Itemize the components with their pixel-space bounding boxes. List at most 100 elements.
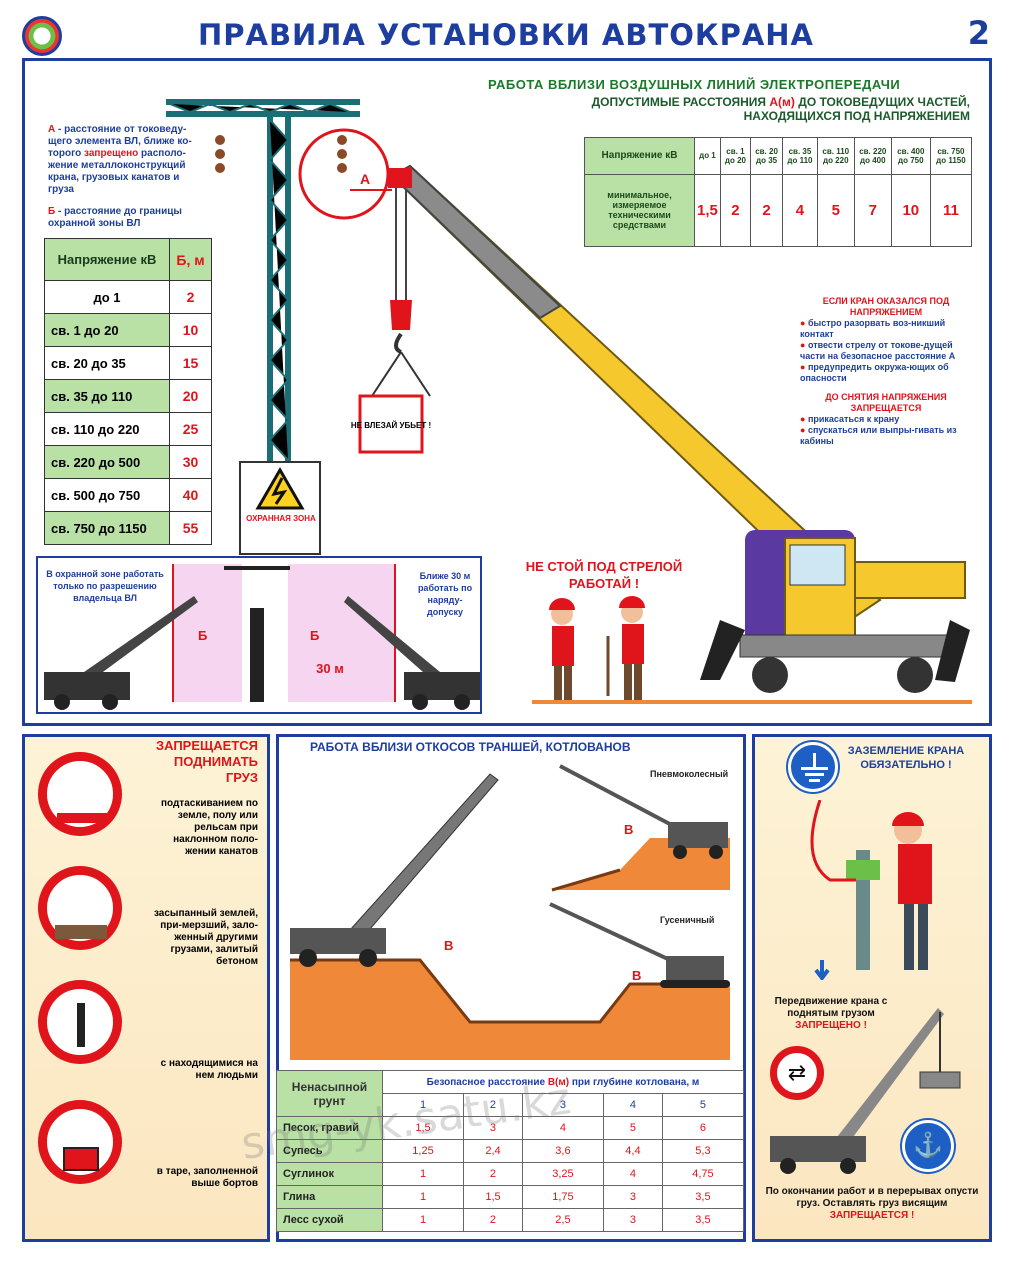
distance-cell: 1	[381, 1162, 465, 1186]
slope-b-1: В	[444, 938, 454, 953]
zone-row-label: до 1	[44, 280, 170, 314]
powerline-val: 5	[816, 173, 855, 248]
zone-row-label: св. 110 до 220	[44, 412, 170, 446]
lift-ban-title: ЗАПРЕЩАЕТСЯ ПОДНИМАТЬ ГРУЗ	[155, 738, 258, 785]
powerline-col: св. 220 до 400	[853, 137, 892, 175]
ground-symbol-icon	[788, 742, 838, 792]
distance-cell: 2,5	[521, 1208, 604, 1232]
distance-cell: 1	[381, 1185, 465, 1209]
distance-cell: 4	[521, 1116, 604, 1140]
worker-right-icon	[606, 596, 645, 700]
hook-sign-icon: ⚓	[902, 1120, 954, 1172]
hook-icon	[390, 300, 412, 330]
zone-row-label: св. 20 до 35	[44, 346, 170, 380]
zone-row-value: 15	[169, 346, 212, 380]
transmission-tower	[166, 99, 360, 462]
soil-name: Лесс сухой	[276, 1208, 383, 1232]
distance-cell: 5,3	[661, 1139, 745, 1163]
distance-cell: 3,6	[521, 1139, 604, 1163]
slope-b-2: В	[624, 822, 634, 837]
depth-header: 1	[381, 1093, 465, 1117]
soil-name: Глина	[276, 1185, 383, 1209]
insulators-icon	[215, 135, 347, 173]
powerline-subtitle: ДОПУСТИМЫЕ РАССТОЯНИЯ А(м) ДО ТОКОВЕДУЩИ…	[591, 95, 970, 123]
zone-row-label: св. 35 до 110	[44, 379, 170, 413]
distance-cell: 6	[661, 1116, 745, 1140]
high-voltage-icon	[255, 467, 305, 510]
ban-drag-icon	[38, 752, 122, 836]
zone-b-left: Б	[198, 628, 208, 643]
soil-name: Песок, гравий	[276, 1116, 383, 1140]
zone-right-note: Ближе 30 м работать по наряду-допуску	[417, 571, 473, 617]
powerline-col: св. 1 до 20	[719, 137, 751, 175]
outrigger-right	[935, 620, 970, 682]
distance-cell: 3,5	[661, 1185, 745, 1209]
powerline-val: 11	[929, 173, 973, 248]
page-number: 2	[967, 14, 990, 52]
distance-cell: 3	[602, 1185, 663, 1209]
distance-cell: 3,25	[521, 1162, 604, 1186]
zone-row-value: 40	[169, 478, 212, 512]
lift-ban-item: засыпанный землей, при-мерзший, зало-жен…	[153, 908, 258, 967]
zone-b-right: Б	[310, 628, 320, 643]
distance-cell: 2	[463, 1208, 523, 1232]
powerline-val: 2	[719, 173, 751, 248]
zone-diagram: В охранной зоне работать только по разре…	[36, 556, 482, 714]
emergency-instructions: ЕСЛИ КРАН ОКАЗАЛСЯ ПОД НАПРЯЖЕНИЕМ ● быс…	[800, 296, 972, 447]
powerline-title: РАБОТА ВБЛИЗИ ВОЗДУШНЫХ ЛИНИЙ ЭЛЕКТРОПЕР…	[488, 77, 901, 92]
lift-ban-item: подтаскиванием по земле, полу или рельса…	[160, 798, 258, 857]
distance-cell: 4	[602, 1162, 663, 1186]
distance-header: Безопасное расстояние В(м) при глубине к…	[382, 1070, 744, 1094]
ban-overfilled-icon	[38, 1100, 122, 1184]
powerline-val: 4	[782, 173, 818, 248]
depth-header: 5	[661, 1093, 745, 1117]
danger-sign	[358, 394, 424, 454]
zone-cranes-icon	[44, 596, 480, 710]
distance-cell: 3	[602, 1208, 663, 1232]
powerline-val: 7	[853, 173, 892, 248]
distance-cell: 2,4	[463, 1139, 523, 1163]
powerline-val: 1,5	[694, 173, 721, 248]
ban-people-icon	[38, 980, 122, 1064]
distance-cell: 4,4	[602, 1139, 663, 1163]
crane-load-illustration	[770, 1008, 961, 1174]
header-b: Б, м	[169, 238, 212, 281]
crane-tower-illustration: А НЕ ВЛЕЗАЙ УБЬЕТ !	[166, 99, 972, 704]
powerline-col: св. 35 до 110	[782, 137, 818, 175]
emergency-heading-1: ЕСЛИ КРАН ОКАЗАЛСЯ ПОД НАПРЯЖЕНИЕМ	[822, 296, 950, 317]
distance-cell: 1,75	[521, 1185, 604, 1209]
distance-cell: 1	[381, 1208, 465, 1232]
emergency-item: ● быстро разорвать воз-никший контакт	[800, 318, 946, 339]
distance-cell: 1,5	[463, 1185, 523, 1209]
zone-row-value: 25	[169, 412, 212, 446]
emergency-item: ● спускаться или выпры-гивать из кабины	[800, 425, 957, 446]
crane-truck-icon	[290, 773, 499, 967]
emergency-item: ● прикасаться к крану	[800, 414, 900, 424]
powerline-val: 10	[890, 173, 931, 248]
powerline-val: 2	[749, 173, 784, 248]
ban-buried-icon	[38, 866, 122, 950]
powerline-col: св. 20 до 35	[749, 137, 784, 175]
distance-cell: 1,5	[381, 1116, 465, 1140]
protection-zone-label: ОХРАННАЯ ЗОНА	[246, 514, 316, 523]
zone-row-value: 20	[169, 379, 212, 413]
tracked-crane-icon	[549, 902, 730, 988]
depth-header: 4	[602, 1093, 663, 1117]
lift-ban-item: в таре, заполненной выше бортов	[156, 1166, 258, 1189]
zone-row-value: 2	[169, 280, 212, 314]
zone-left-note: В охранной зоне работать только по разре…	[46, 569, 164, 603]
label-a: А	[360, 171, 370, 187]
powerline-distance-table: Напряжение кВ до 1 св. 1 до 20 св. 20 до…	[584, 137, 973, 248]
zone-row-label: св. 750 до 1150	[44, 511, 170, 545]
zone-row-value: 30	[169, 445, 212, 479]
no-travel-icon: ⇄	[770, 1046, 824, 1100]
under-boom-warning: НЕ СТОЙ ПОД СТРЕЛОЙ РАБОТАЙ !	[525, 559, 683, 591]
finish-text: По окончании работ и в перерывах опусти …	[765, 1186, 979, 1221]
zone-row-value: 55	[169, 511, 212, 545]
zone-distance: 30 м	[316, 661, 344, 676]
worker-left-icon	[549, 598, 575, 700]
lift-ban-item: с находящимися на нем людьми	[160, 1058, 258, 1081]
powerline-col: св. 110 до 220	[816, 137, 855, 175]
grounding-text: ЗАЗЕМЛЕНИЕ КРАНА ОБЯЗАТЕЛЬНО !	[847, 745, 965, 771]
